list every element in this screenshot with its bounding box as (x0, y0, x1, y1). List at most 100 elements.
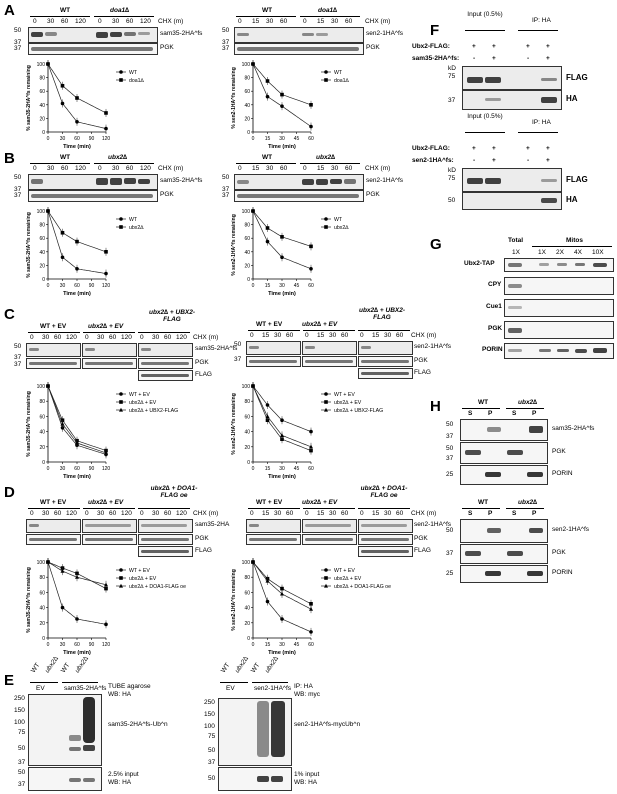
legend-label: WT (334, 217, 343, 223)
mw-marker: 37 (222, 39, 230, 46)
y-tick-label: 0 (247, 277, 250, 283)
blot-label: PGK (366, 44, 380, 51)
y-tick-label: 80 (39, 223, 45, 229)
x-tick-label: 30 (60, 283, 66, 289)
x-tick-label: 60 (74, 642, 80, 648)
mw-marker: 37 (14, 192, 22, 199)
western-blot (302, 519, 357, 533)
x-axis-label: Time (min) (268, 650, 296, 656)
x-axis-label: Time (min) (63, 291, 91, 297)
data-point (265, 403, 270, 407)
blot-label: PGK (414, 357, 428, 364)
group-label: ubx2∆ + UBX2-FLAG (358, 307, 406, 321)
lane: 15 (317, 510, 325, 517)
lane: ubx2∆ (263, 655, 280, 675)
data-point (265, 599, 270, 604)
lane: 0 (30, 334, 34, 341)
western-blot (28, 190, 158, 202)
chx-label: CHX (m) (193, 334, 219, 341)
x-tick-label: 90 (89, 283, 95, 289)
mw-marker: 37 (222, 45, 230, 52)
legend-marker (119, 217, 123, 221)
data-point (280, 104, 284, 108)
y-axis-label: % sen2-1HA^fs remaining (231, 214, 237, 276)
group-label: ubx2∆ + DOA1-FLAG oe (150, 485, 198, 499)
lane: 30 (266, 18, 274, 25)
y-axis-label: % sam35-2HA^fs remaining (26, 391, 32, 457)
legend-label: ubx2∆ + EV (129, 576, 157, 582)
lane: 0 (360, 510, 364, 517)
data-point (104, 111, 108, 115)
mw-marker: 50 (14, 174, 22, 181)
group-label: ubx2∆ (316, 154, 336, 161)
y-tick-label: 80 (244, 76, 250, 82)
y-tick-label: 20 (39, 445, 45, 451)
y-tick-label: 80 (244, 223, 250, 229)
legend-label: WT (334, 70, 343, 76)
lane: 30 (42, 510, 50, 517)
sign: - (527, 55, 530, 62)
lane: 60 (396, 510, 404, 517)
series-line (47, 210, 107, 253)
data-point (251, 559, 255, 564)
y-tick-label: 60 (39, 414, 45, 420)
sign: + (526, 145, 530, 152)
blot-label: FLAG (566, 73, 588, 82)
western-blot (358, 534, 413, 545)
y-axis-label: % sam35-2HA^fs remaining (26, 65, 32, 131)
data-point (104, 582, 108, 587)
lane: ubx2∆ (233, 655, 250, 675)
x-tick-label: 90 (89, 642, 95, 648)
group-label: ubx2∆ + EV (88, 499, 124, 506)
data-point (75, 120, 79, 124)
x-tick-label: 15 (265, 642, 271, 648)
lane: 30 (97, 334, 105, 341)
x-tick-label: 60 (74, 466, 80, 472)
legend-marker (324, 78, 328, 82)
western-blot (234, 43, 364, 55)
y-axis-label: % sam35-2HA^fs remaining (26, 567, 32, 633)
blot-label: sen2-1HA^fs (366, 177, 404, 184)
y-tick-label: 60 (39, 590, 45, 596)
group-label: WT (478, 499, 489, 506)
blot-label: PGK (414, 535, 428, 542)
data-point (280, 617, 284, 621)
lane: 60 (341, 332, 349, 339)
x-tick-label: 30 (60, 466, 66, 472)
legend-marker (324, 568, 328, 572)
mw-marker: 50 (18, 769, 26, 776)
mw-marker: 50 (14, 343, 22, 350)
lane: 120 (75, 165, 86, 172)
data-point (46, 383, 50, 388)
lane: 60 (126, 18, 134, 25)
legend-marker (119, 392, 123, 396)
sign: + (546, 43, 550, 50)
lane: 30 (329, 510, 337, 517)
legend-marker (324, 217, 328, 221)
western-blot (82, 519, 137, 533)
y-tick-label: 40 (39, 430, 45, 436)
data-point (251, 209, 255, 213)
row-label: PORIN (482, 346, 503, 353)
lane: 2X (556, 249, 564, 256)
legend-label: WT + EV (129, 392, 150, 398)
y-tick-label: 80 (244, 575, 250, 581)
data-point (60, 255, 65, 260)
western-blot (462, 168, 562, 192)
legend-label: ubx2∆ (129, 225, 144, 231)
data-point (309, 630, 313, 634)
x-tick-label: 0 (47, 136, 50, 142)
chx-label: CHX (m) (158, 18, 184, 25)
western-blot (302, 534, 357, 545)
mw-marker: 50 (208, 747, 216, 754)
legend-label: doa1∆ (129, 78, 145, 84)
y-tick-label: 40 (39, 606, 45, 612)
assay-label: TUBE agarose (108, 683, 151, 690)
sign: + (546, 145, 550, 152)
x-axis-label: Time (min) (63, 144, 91, 150)
panel-label-h: H (430, 398, 441, 415)
data-point (309, 606, 313, 611)
mw-marker: 37 (448, 97, 456, 104)
x-tick-label: 0 (252, 466, 255, 472)
legend-label: ubx2∆ + UBX2-FLAG (129, 408, 178, 414)
